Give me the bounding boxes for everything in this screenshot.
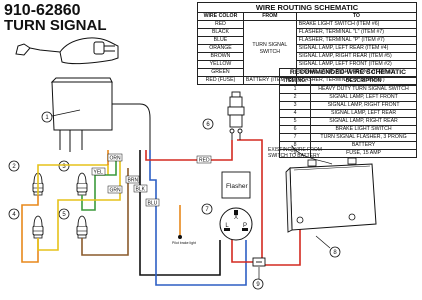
battery-note-2: SWITCH TO BATTERY <box>268 153 321 159</box>
bulb-right-front <box>76 172 88 196</box>
svg-text:7: 7 <box>205 207 209 213</box>
callout-1: 1 <box>41 109 81 123</box>
callout-6: 6 <box>202 118 214 130</box>
wire-red <box>145 140 233 161</box>
pilot-brake-light: Pilot brake light <box>172 235 196 245</box>
callout-8: 8 <box>315 235 341 258</box>
wire-labels: ORN YEL BRN GRN BLK BLU RED <box>91 153 212 207</box>
callouts-bulbs: 2 3 4 5 <box>8 160 70 220</box>
recommended-table: RECOMMENDED WIRE SCHEMATIC ITEM NO. DESC… <box>278 68 417 158</box>
wire-yellow <box>37 164 109 195</box>
brake-light-switch <box>227 91 245 140</box>
wire-label-blu: BLU <box>148 201 158 207</box>
battery-note: EXISTING WIRE FROM SWITCH TO BATTERY <box>268 147 322 159</box>
wire-label-blk: BLK <box>136 187 146 193</box>
wire-label-yel: YEL <box>94 170 104 176</box>
wire-routing-table: WIRE ROUTING SCHEMATIC WIRE COLOR FROM T… <box>197 2 418 85</box>
part-number: 910-62860 <box>4 2 81 19</box>
svg-text:6: 6 <box>206 122 210 128</box>
wire-red-2 <box>237 139 263 265</box>
svg-text:3: 3 <box>62 164 66 170</box>
callout-number: 1 <box>45 115 49 121</box>
wire-label-grn: GRN <box>110 188 122 194</box>
wire-label-red: RED <box>199 158 210 164</box>
bulb-left-front-2 <box>32 215 44 239</box>
wire-color: RED (FUSE) <box>197 76 244 85</box>
battery <box>285 144 377 233</box>
wire-brown <box>81 168 129 256</box>
svg-text:9: 9 <box>256 282 260 288</box>
wire-red-3 <box>231 230 255 263</box>
svg-text:4: 4 <box>12 212 16 218</box>
wires <box>21 139 301 286</box>
flasher: Flasher L X P <box>219 171 253 241</box>
pilot-label: Pilot brake light <box>172 241 196 245</box>
flasher-label: Flasher <box>226 183 249 190</box>
bulb-right-front-2 <box>76 215 88 239</box>
flasher-terminal-p: P <box>243 223 247 229</box>
flasher-terminal-l: L <box>225 223 229 229</box>
item-description: FUSE, 15 AMP <box>310 149 417 158</box>
wire-orange <box>21 195 39 263</box>
wire-blue <box>149 150 157 270</box>
svg-text:8: 8 <box>333 250 337 256</box>
fuse: 9 <box>252 257 266 290</box>
flasher-terminal-x: X <box>234 215 238 221</box>
wire-green <box>81 160 117 211</box>
battery-note-1: EXISTING WIRE FROM <box>268 147 322 153</box>
callout-7: 7 <box>201 203 213 215</box>
wire-yellow-2 <box>37 160 121 251</box>
diagram-title: TURN SIGNAL <box>4 17 107 34</box>
wire-black-2 <box>139 240 221 276</box>
svg-text:2: 2 <box>12 164 16 170</box>
svg-text:5: 5 <box>62 212 66 218</box>
wire-label-brn: BRN <box>128 178 139 184</box>
turn-signal-switch <box>15 37 151 152</box>
wire-label-orn: ORN <box>110 156 122 162</box>
